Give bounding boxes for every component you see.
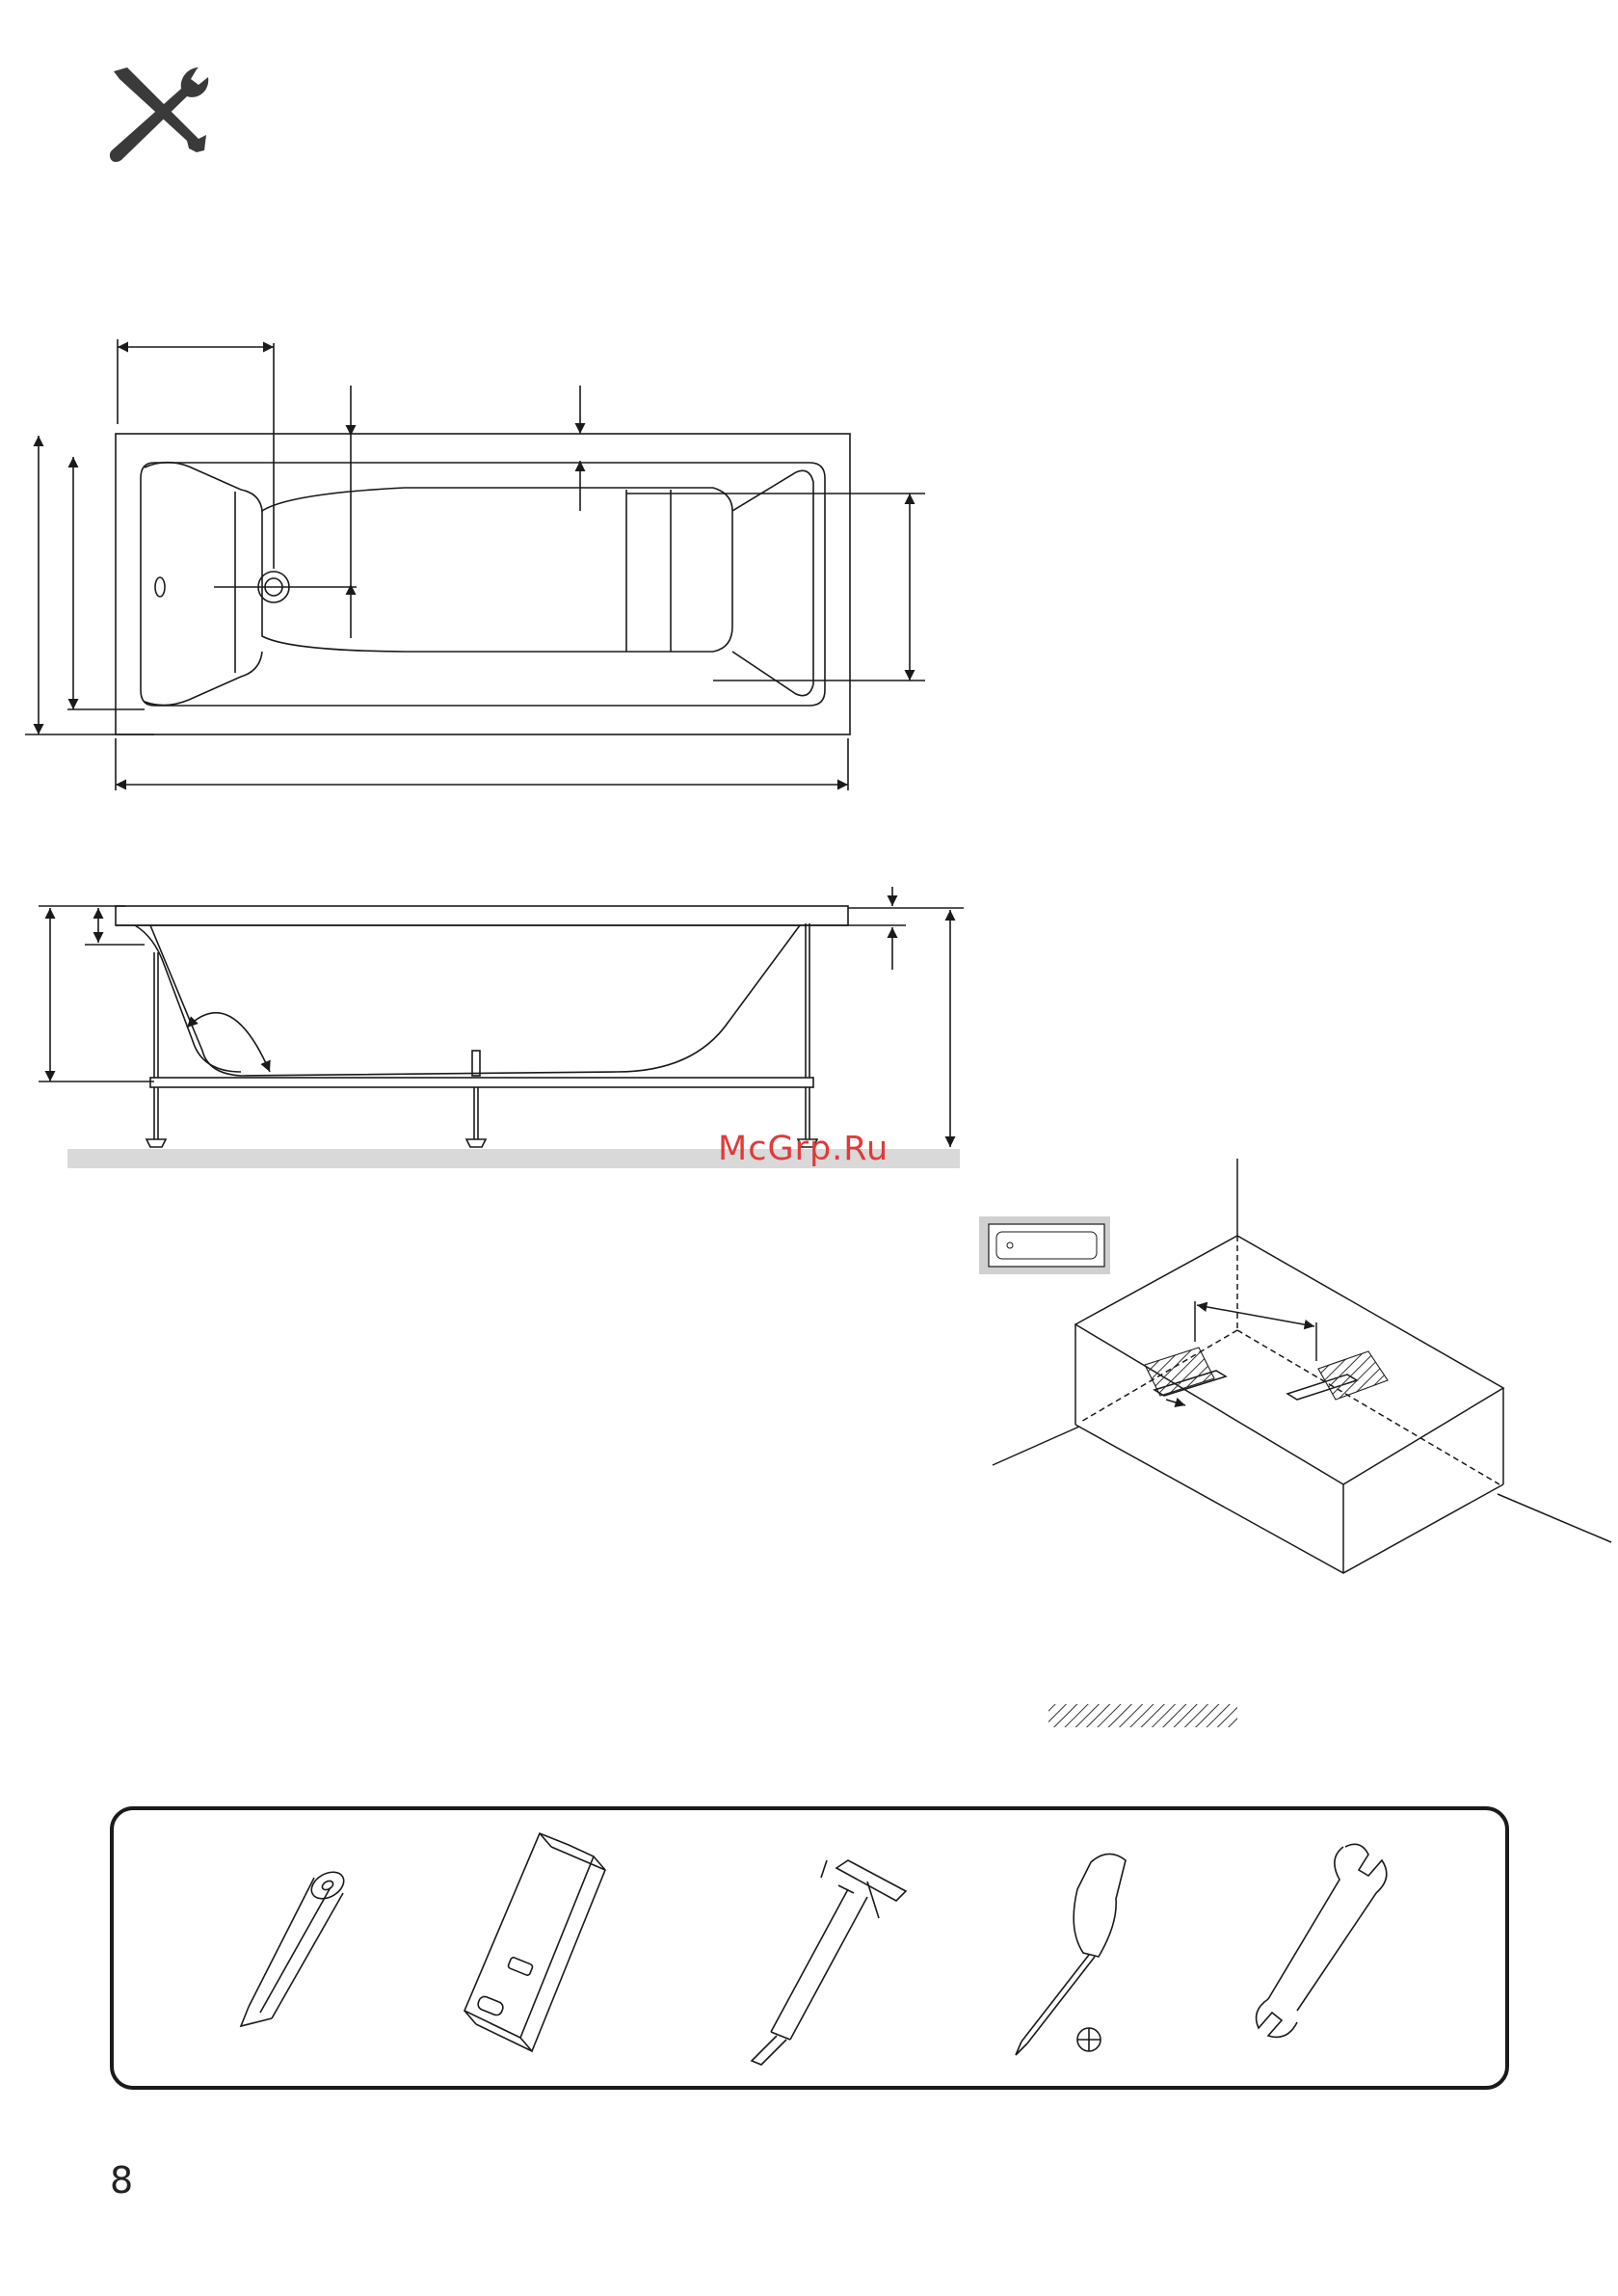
screwdriver-icon bbox=[1016, 1854, 1126, 2055]
pencil-icon bbox=[241, 1867, 349, 2026]
page-number: 8 bbox=[110, 2159, 133, 2202]
silicone-gun-icon bbox=[752, 1860, 906, 2065]
spirit-level-icon bbox=[464, 1833, 605, 2051]
watermark-text: McGrp.Ru bbox=[718, 1130, 889, 1168]
wrench-icon bbox=[1257, 1844, 1387, 2037]
